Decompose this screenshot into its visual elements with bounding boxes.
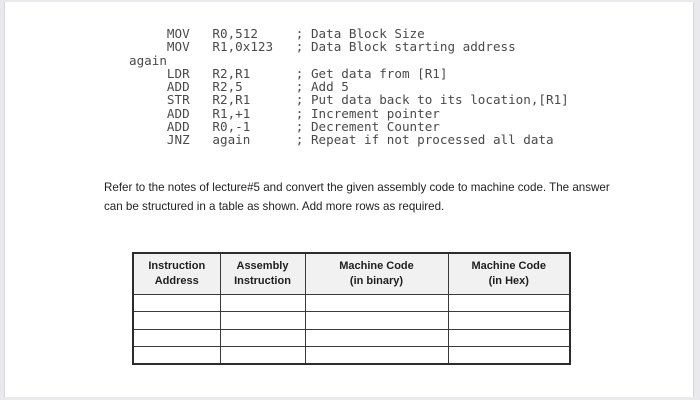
- table-cell-empty[interactable]: [132, 311, 221, 330]
- table-row: [132, 293, 571, 312]
- table-cell-empty[interactable]: [132, 346, 221, 365]
- col-header-machine-code-binary: Machine Code (in binary): [304, 252, 449, 295]
- table-cell-empty[interactable]: [219, 311, 306, 330]
- assembly-code-block: MOV R0,512 ; Data Block Size MOV R1,0x12…: [129, 26, 569, 147]
- table-row: [132, 346, 571, 365]
- code-line: ADD R0,-1 ; Decrement Counter: [129, 118, 440, 134]
- table-cell-empty[interactable]: [304, 311, 449, 330]
- code-line: MOV R0,512 ; Data Block Size: [129, 26, 425, 41]
- code-line: MOV R1,0x123 ; Data Block starting addre…: [129, 39, 516, 55]
- code-line: STR R2,R1 ; Put data back to its locatio…: [129, 92, 569, 108]
- instructions-line-2: can be structured in a table as shown. A…: [104, 199, 445, 213]
- table-header-row: Instruction Address Assembly Instruction…: [132, 252, 571, 295]
- machine-code-table: Instruction Address Assembly Instruction…: [132, 252, 571, 365]
- table-cell-empty[interactable]: [304, 346, 449, 365]
- table-row: [132, 311, 571, 330]
- table-cell-empty[interactable]: [304, 293, 449, 312]
- col-header-assembly-instruction: Assembly Instruction: [219, 252, 306, 295]
- table-cell-empty[interactable]: [132, 293, 221, 312]
- code-line: JNZ again ; Repeat if not processed all …: [129, 132, 554, 147]
- table-cell-empty[interactable]: [447, 346, 571, 365]
- col-header-machine-code-hex: Machine Code (in Hex): [447, 252, 571, 295]
- table-row: [132, 328, 571, 347]
- table-cell-empty[interactable]: [219, 293, 306, 312]
- table-cell-empty[interactable]: [447, 328, 571, 347]
- table-cell-empty[interactable]: [219, 328, 306, 347]
- table-cell-empty[interactable]: [447, 311, 571, 330]
- code-line: LDR R2,R1 ; Get data from [R1]: [129, 65, 448, 81]
- instructions-paragraph: Refer to the notes of lecture#5 and conv…: [104, 179, 610, 216]
- code-line: ADD R2,5 ; Add 5: [129, 79, 349, 94]
- instructions-line-1: Refer to the notes of lecture#5 and conv…: [104, 181, 610, 194]
- table-cell-empty[interactable]: [447, 293, 571, 312]
- table-cell-empty[interactable]: [132, 328, 221, 347]
- code-line: ADD R1,+1 ; Increment pointer: [129, 105, 440, 121]
- table-cell-empty[interactable]: [219, 346, 306, 365]
- code-line-label-again: again: [129, 52, 167, 68]
- table-cell-empty[interactable]: [304, 328, 449, 347]
- document-page: MOV R0,512 ; Data Block Size MOV R1,0x12…: [4, 2, 694, 397]
- col-header-instruction-address: Instruction Address: [132, 252, 221, 295]
